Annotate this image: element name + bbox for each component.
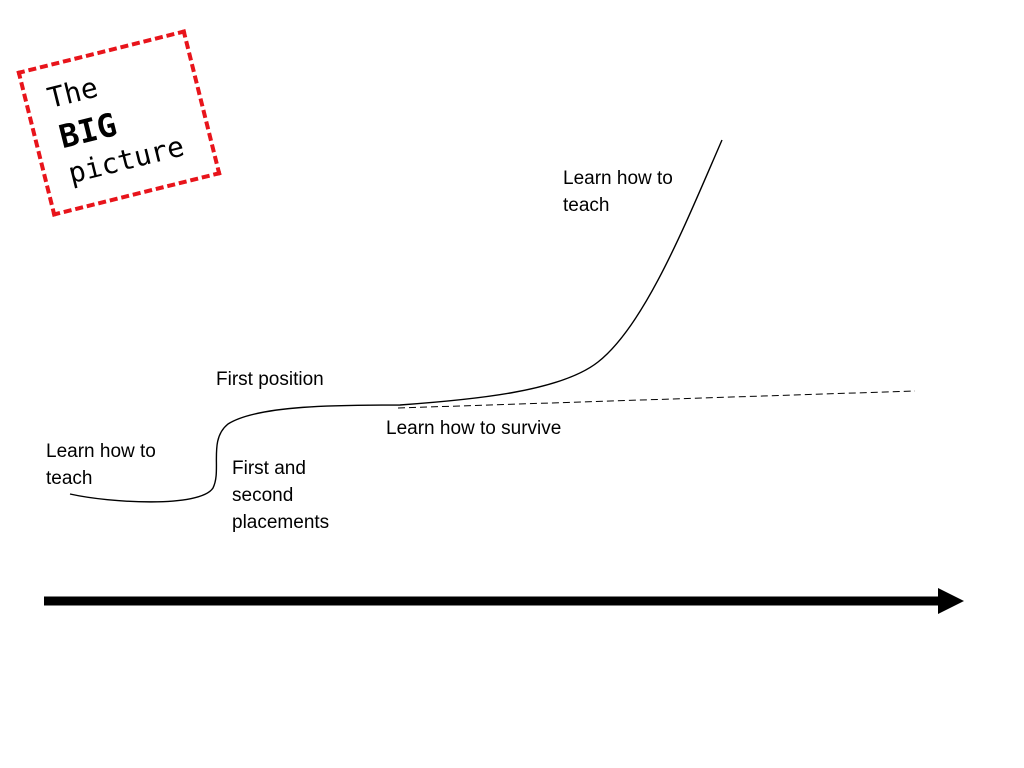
label-line: second xyxy=(232,485,294,506)
label-line: First and xyxy=(232,458,306,479)
stamp-line-the: The xyxy=(44,70,102,115)
label-line: placements xyxy=(232,512,330,533)
learning-curve xyxy=(69,139,723,503)
label-line: First position xyxy=(216,369,324,390)
label-learn-how-to-teach-start: Learn how to teach xyxy=(46,438,156,492)
label-first-and-second-placements: First and second placements xyxy=(232,455,329,536)
label-learn-how-to-teach-end: Learn how to teach xyxy=(563,165,673,219)
timeline-arrow-head xyxy=(938,588,964,614)
label-line: teach xyxy=(563,195,610,216)
label-line: Learn how to survive xyxy=(386,418,562,439)
label-learn-how-to-survive: Learn how to survive xyxy=(386,415,561,442)
label-line: teach xyxy=(46,468,93,489)
label-first-position: First position xyxy=(216,366,324,393)
label-line: Learn how to xyxy=(563,168,673,189)
plateau-dashed-line xyxy=(397,390,916,409)
label-line: Learn how to xyxy=(46,441,156,462)
